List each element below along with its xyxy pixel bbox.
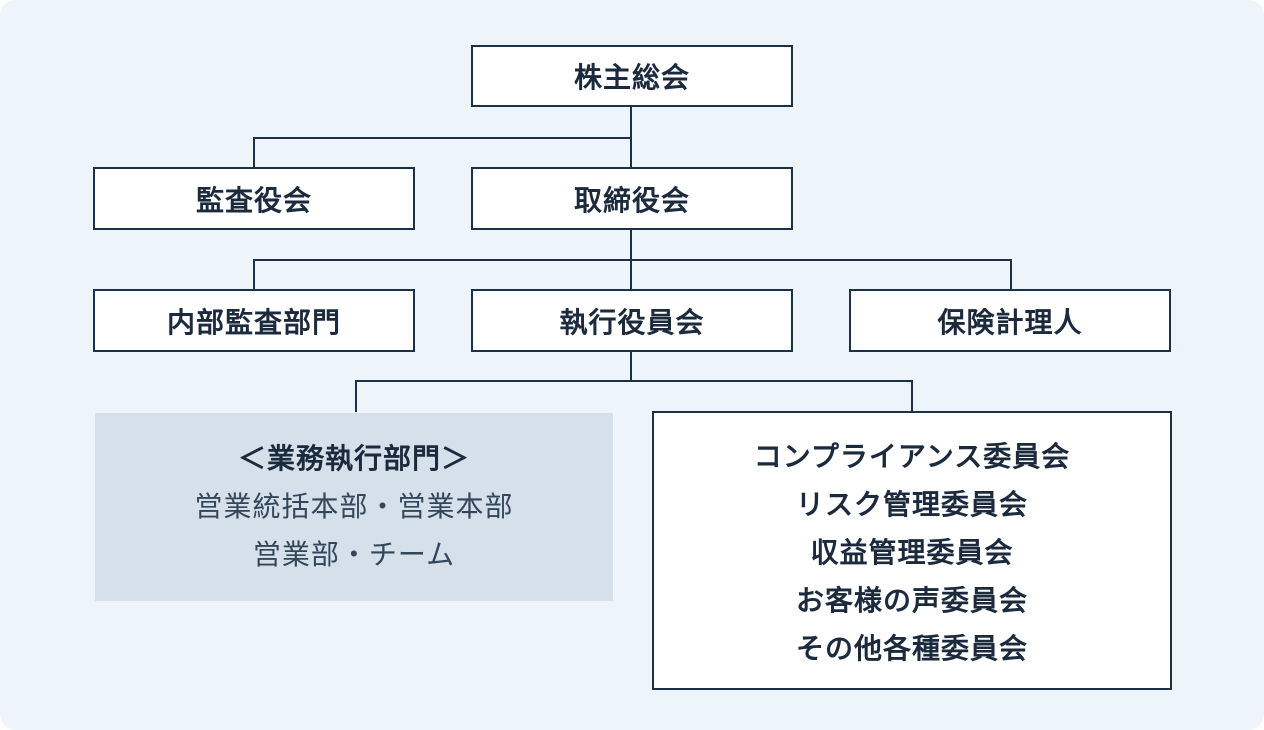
node-board-of-directors-label: 取締役会 — [573, 183, 690, 217]
business-execution-line-1: 営業統括本部・営業本部 — [194, 490, 514, 523]
connector-board-internal-audit — [253, 259, 631, 290]
connector-shareholders-audit-board — [253, 137, 631, 168]
connector-bottom-branch — [355, 380, 913, 412]
node-audit-board-label: 監査役会 — [195, 183, 312, 217]
node-internal-audit-label: 内部監査部門 — [166, 305, 341, 339]
committee-item-other: その他各種委員会 — [795, 631, 1028, 665]
node-committees: コンプライアンス委員会 リスク管理委員会 収益管理委員会 お客様の声委員会 その… — [652, 411, 1172, 690]
node-executive-committee: 執行役員会 — [471, 289, 793, 352]
connector-board-actuary — [631, 259, 1012, 290]
node-internal-audit: 内部監査部門 — [93, 289, 415, 352]
committee-item-compliance: コンプライアンス委員会 — [753, 439, 1071, 473]
node-executive-committee-label: 執行役員会 — [559, 305, 705, 339]
node-board-of-directors: 取締役会 — [471, 167, 793, 230]
business-execution-title: ＜業務執行部門＞ — [237, 442, 470, 475]
node-actuary: 保険計理人 — [849, 289, 1171, 352]
node-shareholders-meeting: 株主総会 — [471, 45, 793, 107]
committee-item-customer-voice: お客様の声委員会 — [795, 583, 1028, 617]
committee-item-profit-management: 収益管理委員会 — [810, 535, 1014, 569]
node-business-execution: ＜業務執行部門＞ 営業統括本部・営業本部 営業部・チーム — [95, 413, 613, 601]
node-audit-board: 監査役会 — [93, 167, 415, 230]
node-shareholders-meeting-label: 株主総会 — [573, 61, 690, 94]
business-execution-line-2: 営業部・チーム — [252, 538, 456, 571]
committee-item-risk-management: リスク管理委員会 — [795, 487, 1028, 521]
node-actuary-label: 保険計理人 — [937, 305, 1083, 339]
